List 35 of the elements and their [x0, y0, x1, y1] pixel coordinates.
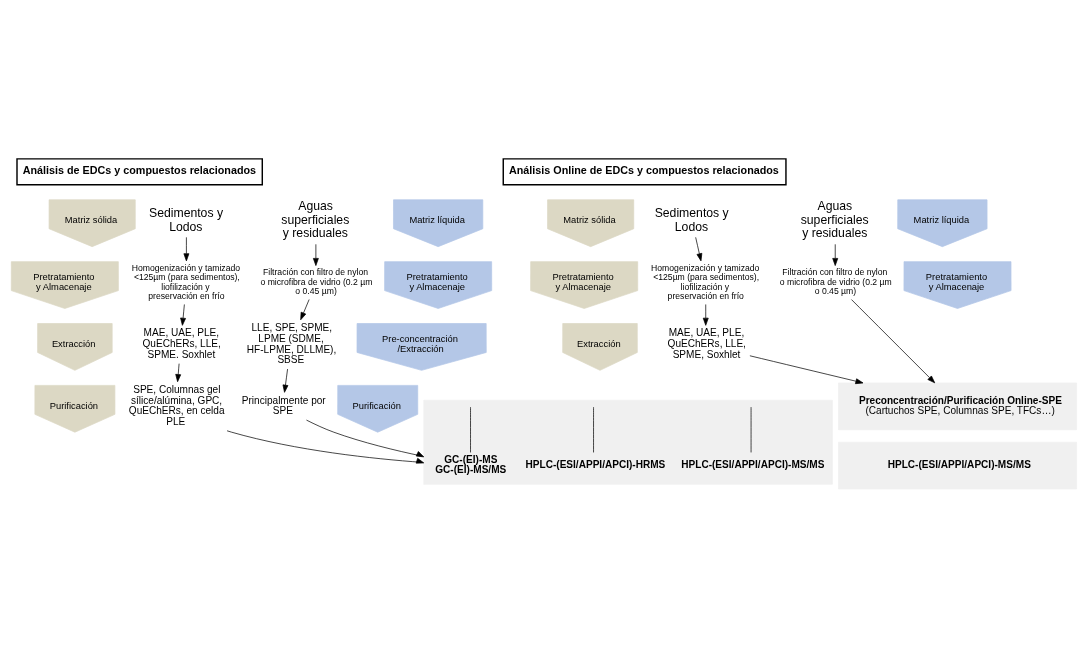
arrow [175, 362, 182, 382]
node-text: Sedimentos y Lodos [148, 205, 224, 234]
arrow [695, 236, 703, 261]
arrow [702, 303, 709, 326]
connector [470, 406, 471, 453]
arrow [851, 298, 936, 383]
node-box: Análisis Online de EDCs y compuestos relacionados [502, 157, 787, 185]
node-text: Principalmente por SPE [241, 394, 326, 416]
node-box: Análisis de EDCs y compuestos relacionados [16, 157, 263, 185]
node-text: Homogenización y tamizado <125µm (para sedimentos), liofilización y preservación en frío [651, 262, 760, 301]
connector [593, 406, 594, 453]
node-text: HPLC-(ESI/APPI/APCI)-HRMS [525, 458, 666, 470]
node-box: Preconcentración/Purificación Online-SPE (Cartuchos SPE, Columnas SPE, TFCs…) [838, 382, 1077, 430]
arrow [282, 368, 289, 393]
node-text: LLE, SPE, SPME, LPME (SDME, HF-LPME, DLLME), SBSE [246, 321, 337, 365]
node-text: MAE, UAE, PLE, QuEChERs, LLE, SPME. Soxhlet [142, 326, 221, 360]
node-text: Homogenización y tamizado <125µm (para sedimentos), liofilización y preservación en frío [131, 262, 241, 301]
node-text: Sedimentos y Lodos [654, 205, 729, 234]
arrow [300, 298, 310, 320]
node-text: Filtración con filtro de nylon o microfibra de vidrio (0.2 µm o 0.45 µm) [779, 266, 892, 296]
node-text: SPE, Columnas gel sílice/alúmina, GPC, QuEChERs, en celda PLE [128, 383, 225, 427]
node-text: Aguas superficiales y residuales [800, 198, 869, 240]
node-text: Aguas superficiales y residuales [281, 198, 350, 240]
cluster [423, 399, 833, 485]
arrow [180, 303, 186, 326]
arrow [313, 243, 319, 266]
node-text: MAE, UAE, PLE, QuEChERs, LLE, SPME, Soxhlet [667, 326, 746, 360]
arrow [832, 243, 839, 266]
arrow [306, 419, 425, 457]
node-text: Filtración con filtro de nylon o microfibra de vidrio (0.2 µm o 0.45 µm) [260, 266, 373, 296]
arrow [226, 429, 425, 463]
arrow [183, 236, 190, 261]
node-text: GC-(EI)-MS GC-(EI)-MS/MS [435, 453, 507, 475]
arrow [749, 354, 864, 384]
node-text: HPLC-(ESI/APPI/APCI)-MS/MS [681, 458, 825, 470]
